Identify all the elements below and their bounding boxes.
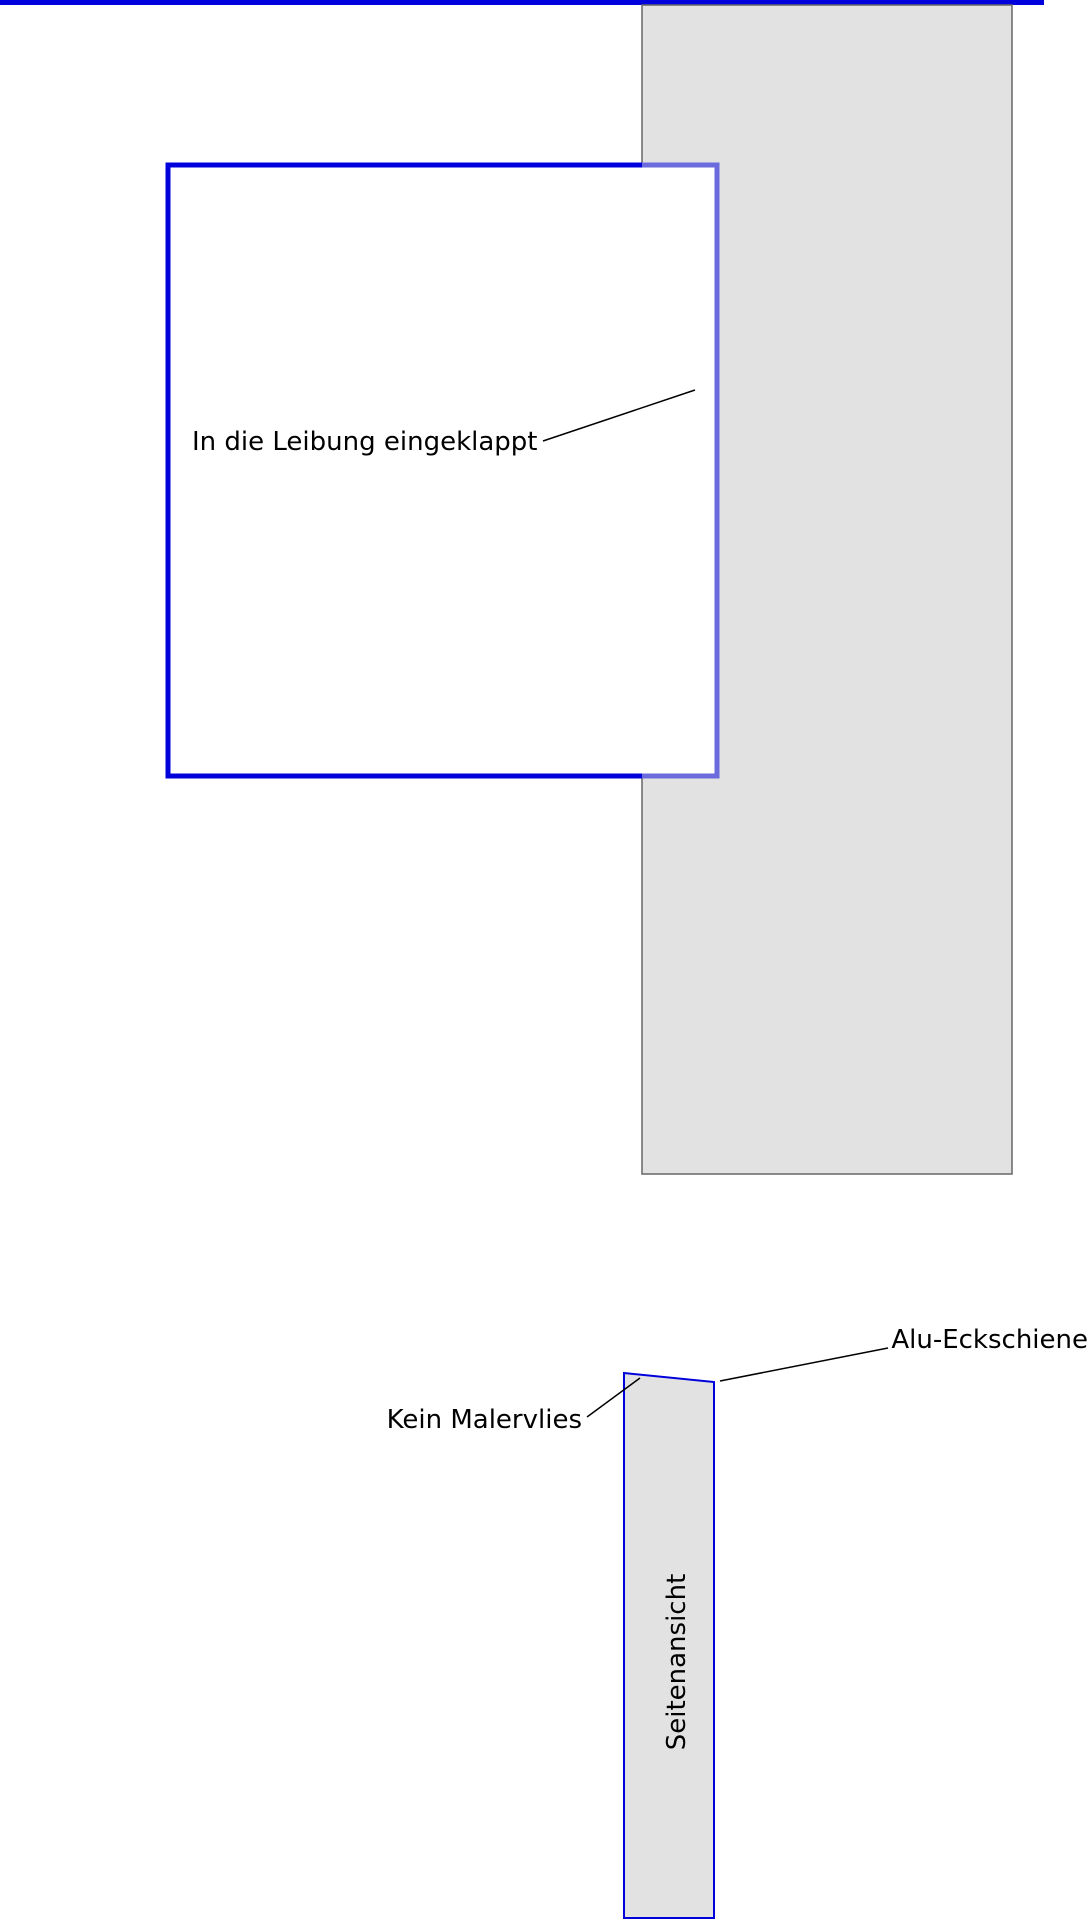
label-folded-in-reveal: In die Leibung eingeklappt	[192, 427, 538, 457]
folded-panel-inner-area	[642, 165, 717, 776]
leader-line-alu-rail	[719, 1347, 889, 1382]
side-view-strip	[623, 1371, 715, 1919]
label-no-painter-fleece: Kein Malervlies	[387, 1405, 582, 1435]
folded-panel-inner-outline	[642, 162, 720, 779]
folded-panel-outer-outline	[165, 162, 642, 779]
label-side-view: Seitenansicht	[662, 1574, 692, 1751]
leader-line-folded	[542, 389, 696, 442]
label-alu-corner-rail: Alu-Eckschiene	[891, 1325, 1088, 1355]
leader-line-no-fleece	[586, 1377, 641, 1418]
